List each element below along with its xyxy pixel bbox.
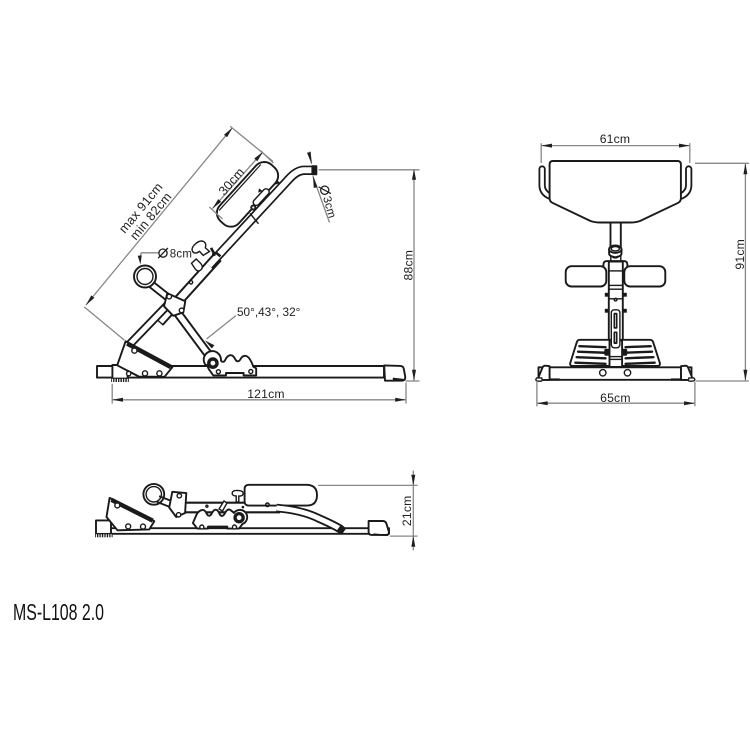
svg-text:121cm: 121cm: [247, 387, 285, 401]
svg-text:61cm: 61cm: [600, 132, 631, 146]
svg-text:MS-L108 2.0: MS-L108 2.0: [13, 599, 104, 625]
svg-text:21cm: 21cm: [400, 495, 414, 526]
svg-text:91cm: 91cm: [733, 239, 747, 270]
svg-text:88cm: 88cm: [402, 250, 416, 281]
svg-text:3cm: 3cm: [320, 195, 338, 220]
svg-text:8cm: 8cm: [170, 248, 192, 260]
svg-text:50°,43°, 32°: 50°,43°, 32°: [237, 305, 301, 319]
svg-text:65cm: 65cm: [600, 391, 631, 405]
